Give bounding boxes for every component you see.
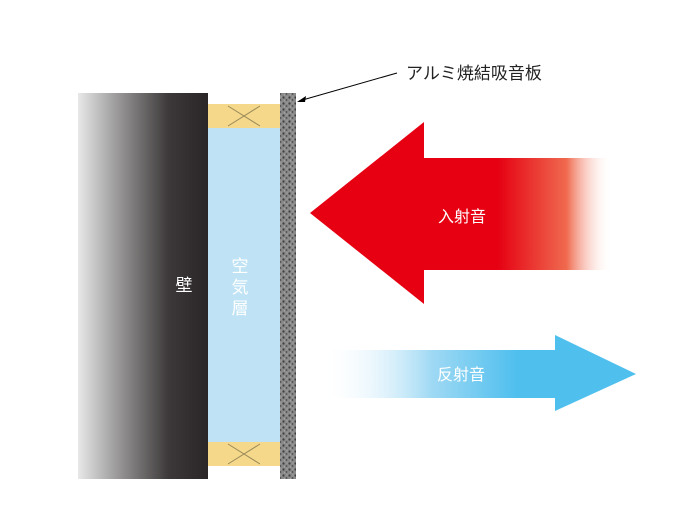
panel-label: アルミ焼結吸音板: [406, 64, 542, 84]
panel-callout: アルミ焼結吸音板: [297, 64, 542, 102]
air-layer-label-1: 空: [232, 257, 249, 277]
spacer-bottom: [208, 442, 280, 466]
air-layer-label-2: 気: [232, 278, 249, 298]
wall-label: 壁: [176, 276, 193, 296]
incident-sound-arrow: 入射音: [310, 122, 612, 304]
spacer-top: [208, 104, 280, 128]
reflected-label: 反射音: [437, 365, 485, 384]
reflected-sound-arrow: 反射音: [322, 335, 636, 411]
air-layer-label-3: 層: [232, 299, 249, 319]
air-layer: 空 気 層: [208, 128, 280, 442]
incident-label: 入射音: [438, 207, 486, 226]
aluminum-sintered-panel: [280, 93, 296, 479]
wall: 壁: [78, 93, 208, 479]
